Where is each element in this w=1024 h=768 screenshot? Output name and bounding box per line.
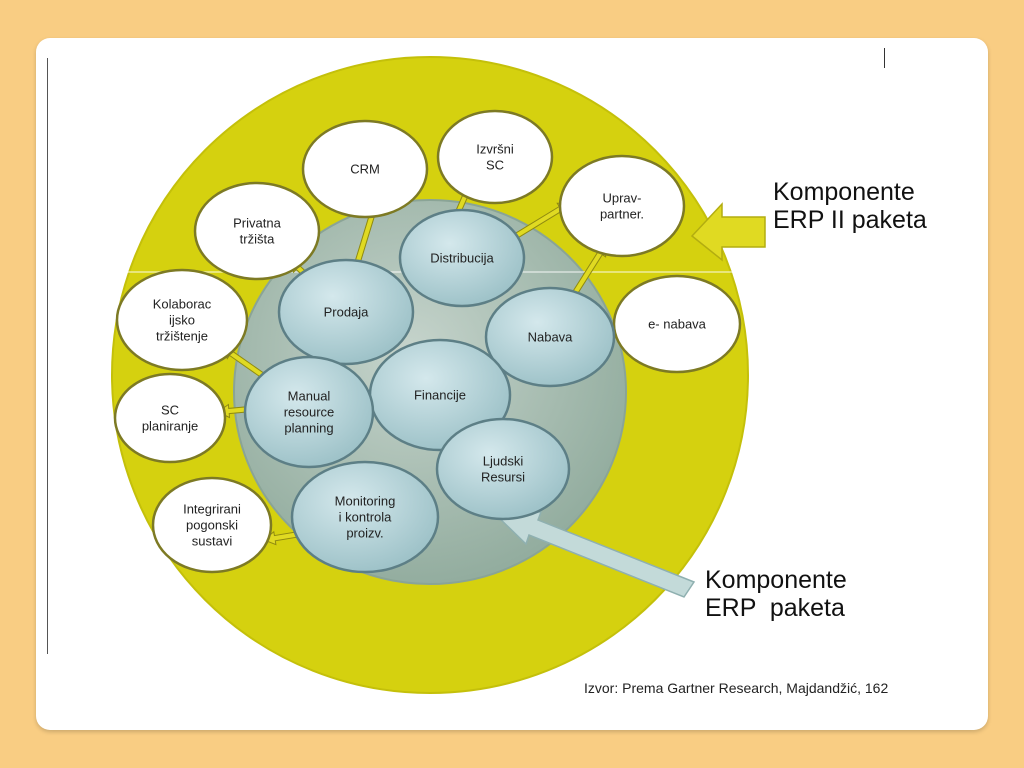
erp-node-monitoring-label: i kontrola — [339, 510, 393, 525]
erp2-node-integrirani-label: pogonski — [186, 518, 238, 533]
erp-node-monitoring-label: proizv. — [346, 526, 383, 541]
erp2-node-izvrsni-label: Izvršni — [476, 142, 514, 157]
erp-node-distribucija-label: Distribucija — [430, 251, 494, 266]
erp2-node-integrirani-label: Integrirani — [183, 502, 241, 517]
legend-erp-line1: Komponente — [705, 566, 847, 594]
erp2-node-scplan — [113, 372, 227, 464]
erp-node-nabava-label: Nabava — [528, 330, 574, 345]
erp-node-prodaja — [277, 258, 415, 366]
erp2-node-uprav-label: Uprav- — [602, 191, 641, 206]
erp-node-manual-label: resource — [284, 405, 335, 420]
erp2-node-kolaborac-label: Kolaborac — [153, 297, 212, 312]
erp-node-manual-label: planning — [284, 421, 333, 436]
erp-node-monitoring — [290, 460, 440, 574]
legend-erp: Komponente ERP paketa — [705, 566, 847, 622]
erp-node-manual-label: Manual — [288, 389, 331, 404]
erp-node-nabava — [484, 286, 616, 388]
erp2-node-crm-label: CRM — [350, 162, 380, 177]
top-right-tick-line — [884, 48, 885, 68]
erp2-node-enabava-label: e- nabava — [648, 317, 707, 332]
source-note: Izvor: Prema Gartner Research, Majdandži… — [584, 680, 889, 696]
erp2-node-privatna-label: Privatna — [233, 216, 281, 231]
erp-node-prodaja-label: Prodaja — [324, 305, 370, 320]
erp2-node-enabava — [612, 274, 742, 374]
erp2-node-kolaborac — [115, 268, 249, 372]
erp2-node-scplan-label: planiranje — [142, 419, 198, 434]
erp2-node-privatna — [193, 181, 321, 281]
erp-node-ljudski-label: Ljudski — [483, 454, 524, 469]
legend-erp2: Komponente ERP II paketa — [773, 178, 927, 234]
erp2-pointer-arrow — [690, 202, 766, 262]
left-border-line — [47, 58, 48, 654]
erp2-node-privatna-label: tržišta — [240, 232, 275, 247]
erp2-node-integrirani — [151, 476, 273, 574]
erp2-node-scplan-label: SC — [161, 403, 179, 418]
erp-pointer-arrow — [491, 511, 696, 598]
erp-node-ljudski-label: Resursi — [481, 470, 525, 485]
erp2-node-crm — [301, 119, 429, 219]
erp-node-manual — [243, 355, 375, 469]
erp2-node-kolaborac-label: tržištenje — [156, 329, 208, 344]
erp-node-financije-label: Financije — [414, 388, 466, 403]
erp-node-ljudski — [435, 417, 571, 521]
erp2-node-kolaborac-label: ijsko — [169, 313, 195, 328]
legend-erp2-line1: Komponente — [773, 178, 915, 206]
erp2-node-uprav — [558, 154, 686, 258]
erp2-node-integrirani-label: sustavi — [192, 534, 233, 549]
legend-erp2-line2: ERP II paketa — [773, 206, 927, 234]
erp2-node-izvrsni — [436, 109, 554, 205]
erp2-node-izvrsni-label: SC — [486, 158, 504, 173]
erp2-node-uprav-label: partner. — [600, 207, 644, 222]
legend-erp-line2: ERP paketa — [705, 594, 845, 622]
erp-node-monitoring-label: Monitoring — [335, 494, 396, 509]
erp-node-distribucija — [398, 208, 526, 308]
